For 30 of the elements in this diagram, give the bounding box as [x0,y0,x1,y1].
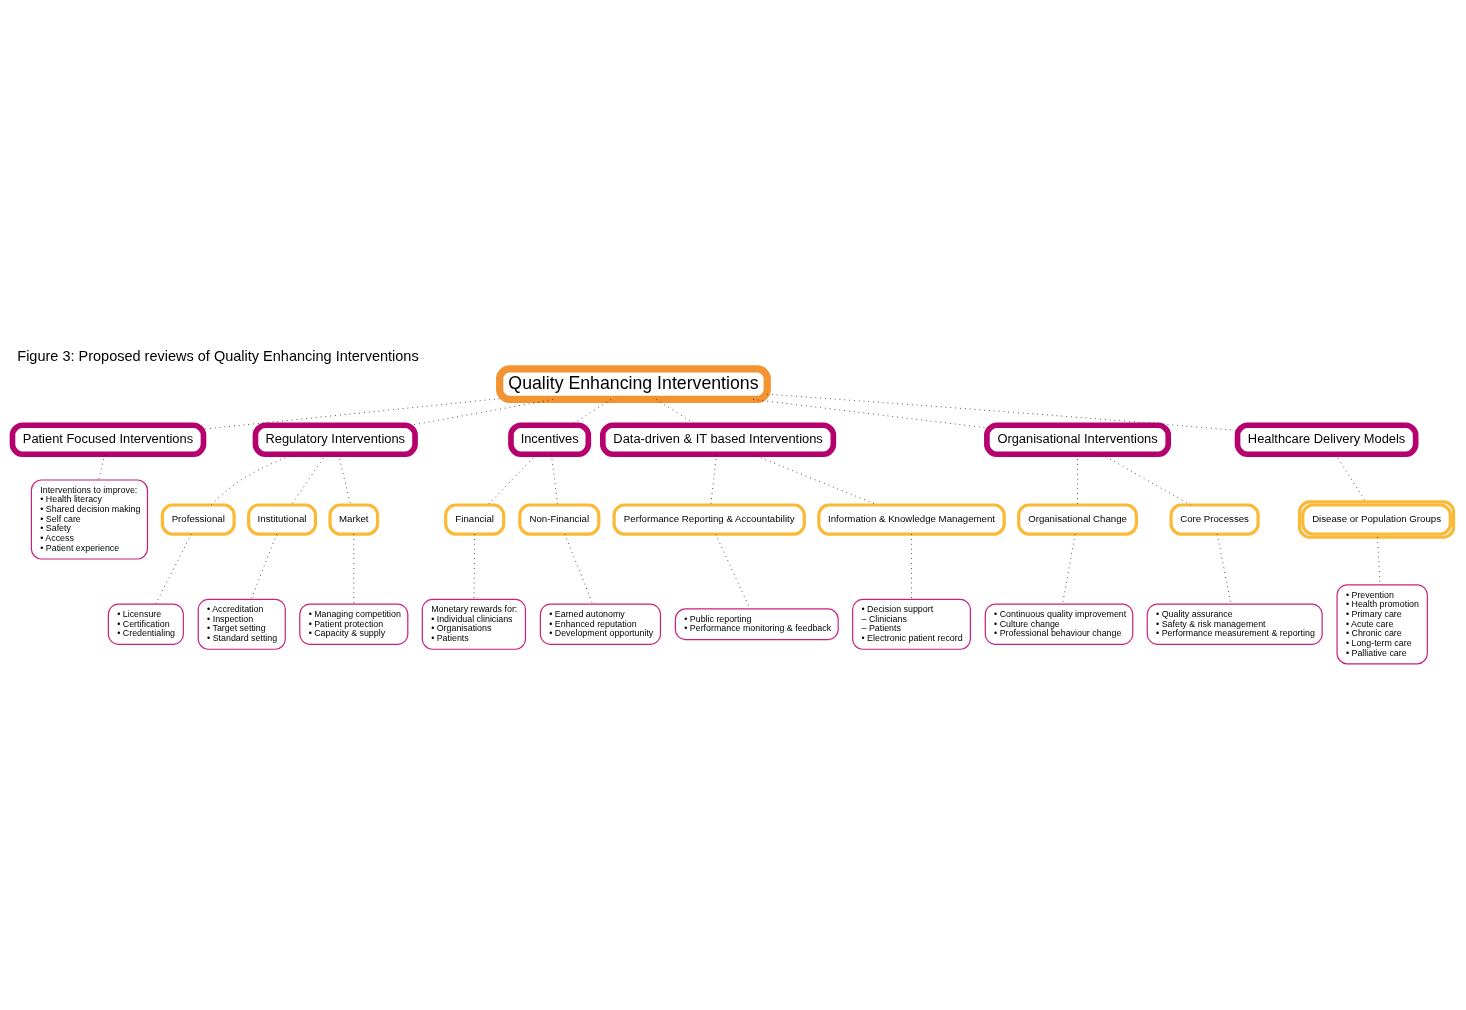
diagram-title: Figure 3: Proposed reviews of Quality Enhancing Interventions [17,348,419,365]
node-box: Quality Enhancing Interventions [496,365,771,404]
node-box: Institutional [247,503,318,536]
node-box: • Licensure • Certification • Credentialing [107,603,184,646]
connector [710,454,717,506]
node-box: • Quality assurance • Safety & risk management • Performance measurement & reporting [1146,603,1323,646]
node-box: Data-driven & IT based Interventions [600,422,837,458]
node-box: Regulatory Interventions [252,422,418,458]
node-box: Non-Financial [518,503,601,536]
connector [766,393,1238,431]
node-box: Organisational Interventions [984,422,1172,458]
node-box: Healthcare Delivery Models [1234,422,1419,458]
node-box: Market [328,503,380,536]
node-box: • Decision support – Clinicians – Patients • Electronic patient record [852,598,971,650]
node-box: Financial [444,503,506,536]
node-box: • Public reporting • Performance monitoring & feedback [674,608,839,641]
node-box: Professional [160,503,236,536]
node-box: Performance Reporting & Accountability [612,503,806,536]
node-box: Patient Focused Interventions [9,422,207,458]
node-box: Interventions to improve: • Health literacy • Shared decision making • Self care • Safety • Access • Patient experience [30,479,149,560]
node-box: • Accreditation • Inspection • Target setting • Standard setting [197,598,286,650]
node-box: Incentives [508,422,592,458]
node-box: Organisational Change [1017,503,1138,536]
node-box: • Continuous quality improvement • Culture change • Professional behaviour change [984,603,1134,646]
node-box: • Managing competition • Patient protection • Capacity & supply [299,603,409,646]
node-box: Core Processes [1169,503,1260,536]
node-box: Monetary rewards for: • Individual clinicians • Organisations • Patients [421,598,527,650]
node-box: Information & Knowledge Management [817,503,1006,536]
node-box: • Earned autonomy • Enhanced reputation • Development opportunity [539,603,662,646]
node-box: • Prevention • Health promotion • Primary care • Acute care • Chronic care • Long-term care • Palliative care [1336,584,1428,665]
